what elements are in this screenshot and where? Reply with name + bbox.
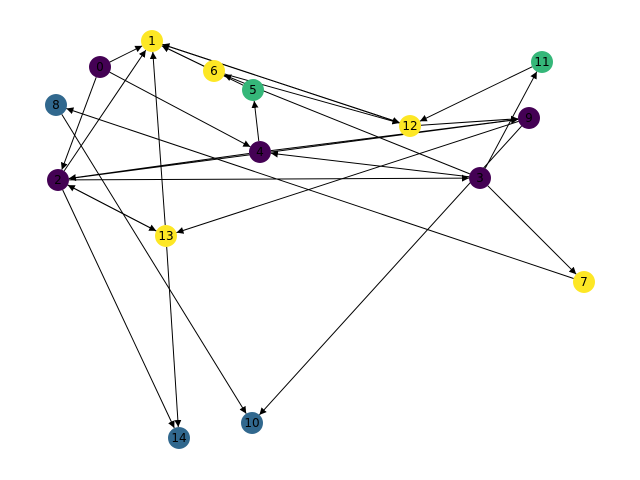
edge-13-to-14 (166, 246, 182, 428)
node-circle-8 (45, 94, 67, 116)
edge-13-to-2 (67, 184, 157, 232)
node-label-12: 12 (402, 119, 417, 133)
edge-9-to-13 (176, 120, 519, 234)
edge-13-to-1 (149, 51, 166, 226)
edge-12-to-9 (420, 115, 519, 126)
node-label-8: 8 (52, 98, 60, 112)
node-3: 3 (469, 167, 491, 189)
edge-12-to-1 (162, 43, 400, 124)
node-circle-1 (141, 30, 163, 52)
node-circle-12 (399, 115, 421, 137)
node-13: 13 (155, 225, 177, 247)
node-1: 1 (141, 30, 163, 52)
node-circle-6 (203, 60, 225, 82)
node-label-10: 10 (244, 416, 259, 430)
node-circle-3 (469, 167, 491, 189)
node-12: 12 (399, 115, 421, 137)
node-6: 6 (203, 60, 225, 82)
edge-9-to-2 (68, 118, 519, 182)
node-circle-2 (47, 169, 69, 191)
node-label-14: 14 (171, 431, 186, 445)
node-9: 9 (518, 107, 540, 129)
node-label-13: 13 (158, 229, 173, 243)
edge-2-to-14 (62, 189, 175, 429)
edges-layer (60, 43, 577, 429)
node-circle-5 (242, 79, 264, 101)
node-label-0: 0 (96, 60, 104, 74)
node-label-5: 5 (249, 83, 257, 97)
node-4: 4 (249, 141, 271, 163)
node-label-7: 7 (580, 275, 588, 289)
edge-11-to-12 (419, 66, 533, 122)
node-circle-7 (573, 271, 595, 293)
node-14: 14 (168, 427, 190, 449)
node-0: 0 (89, 56, 111, 78)
edge-3-to-7 (487, 185, 577, 275)
node-7: 7 (573, 271, 595, 293)
node-11: 11 (531, 51, 553, 73)
node-circle-10 (241, 412, 263, 434)
node-circle-4 (249, 141, 271, 163)
node-circle-14 (168, 427, 190, 449)
node-label-9: 9 (525, 111, 533, 125)
node-label-1: 1 (148, 34, 156, 48)
edge-2-to-1 (63, 49, 147, 172)
node-circle-9 (518, 107, 540, 129)
node-label-11: 11 (534, 55, 549, 69)
node-circle-0 (89, 56, 111, 78)
edge-4-to-5 (251, 100, 260, 142)
node-circle-13 (155, 225, 177, 247)
node-label-3: 3 (476, 171, 484, 185)
edge-0-to-1 (109, 45, 143, 63)
node-label-2: 2 (54, 173, 62, 187)
node-10: 10 (241, 412, 263, 434)
node-8: 8 (45, 94, 67, 116)
node-label-6: 6 (210, 64, 218, 78)
edge-7-to-8 (66, 107, 574, 279)
node-2: 2 (47, 169, 69, 191)
edge-8-to-10 (61, 114, 247, 414)
edge-3-to-6 (224, 74, 470, 175)
edge-3-to-4 (270, 150, 470, 178)
node-circle-11 (531, 51, 553, 73)
edge-0-to-2 (60, 77, 97, 170)
edge-2-to-3 (68, 174, 470, 182)
node-label-4: 4 (256, 145, 264, 159)
edge-6-to-1 (161, 45, 205, 67)
node-5: 5 (242, 79, 264, 101)
edge-0-to-4 (109, 71, 251, 148)
